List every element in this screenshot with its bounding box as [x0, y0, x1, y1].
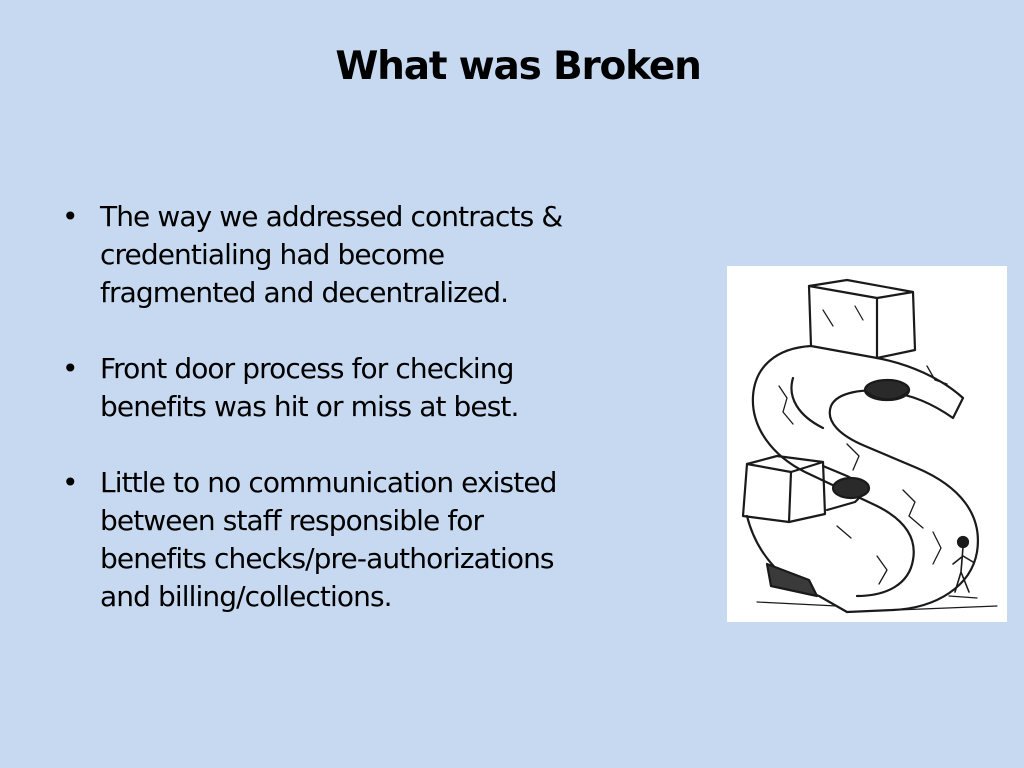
bullet-item: • The way we addressed contracts & crede… — [58, 198, 678, 312]
bullet-line: credentialing had become — [100, 238, 445, 271]
bullet-marker: • — [62, 466, 79, 499]
broken-dollar-sign-picture — [727, 266, 1007, 622]
bullet-line: and billing/collections. — [100, 580, 393, 613]
bullet-marker: • — [62, 352, 79, 385]
bullet-line: benefits checks/pre-authorizations — [100, 542, 555, 575]
bullet-line: The way we addressed contracts & — [100, 200, 563, 233]
slide-title: What was Broken — [335, 44, 702, 89]
bullet-item: • Little to no communication existed bet… — [58, 464, 678, 616]
broken-dollar-sign-sketch-icon — [727, 266, 1007, 622]
bullet-list: • The way we addressed contracts & crede… — [58, 198, 678, 654]
bullet-item: • Front door process for checking benefi… — [58, 350, 678, 426]
bullet-line: benefits was hit or miss at best. — [100, 390, 519, 423]
bullet-line: between staff responsible for — [100, 504, 484, 537]
bullet-line: fragmented and decentralized. — [100, 276, 509, 309]
bullet-line: Little to no communication existed — [100, 466, 557, 499]
bullet-line: Front door process for checking — [100, 352, 514, 385]
bullet-marker: • — [62, 200, 79, 233]
